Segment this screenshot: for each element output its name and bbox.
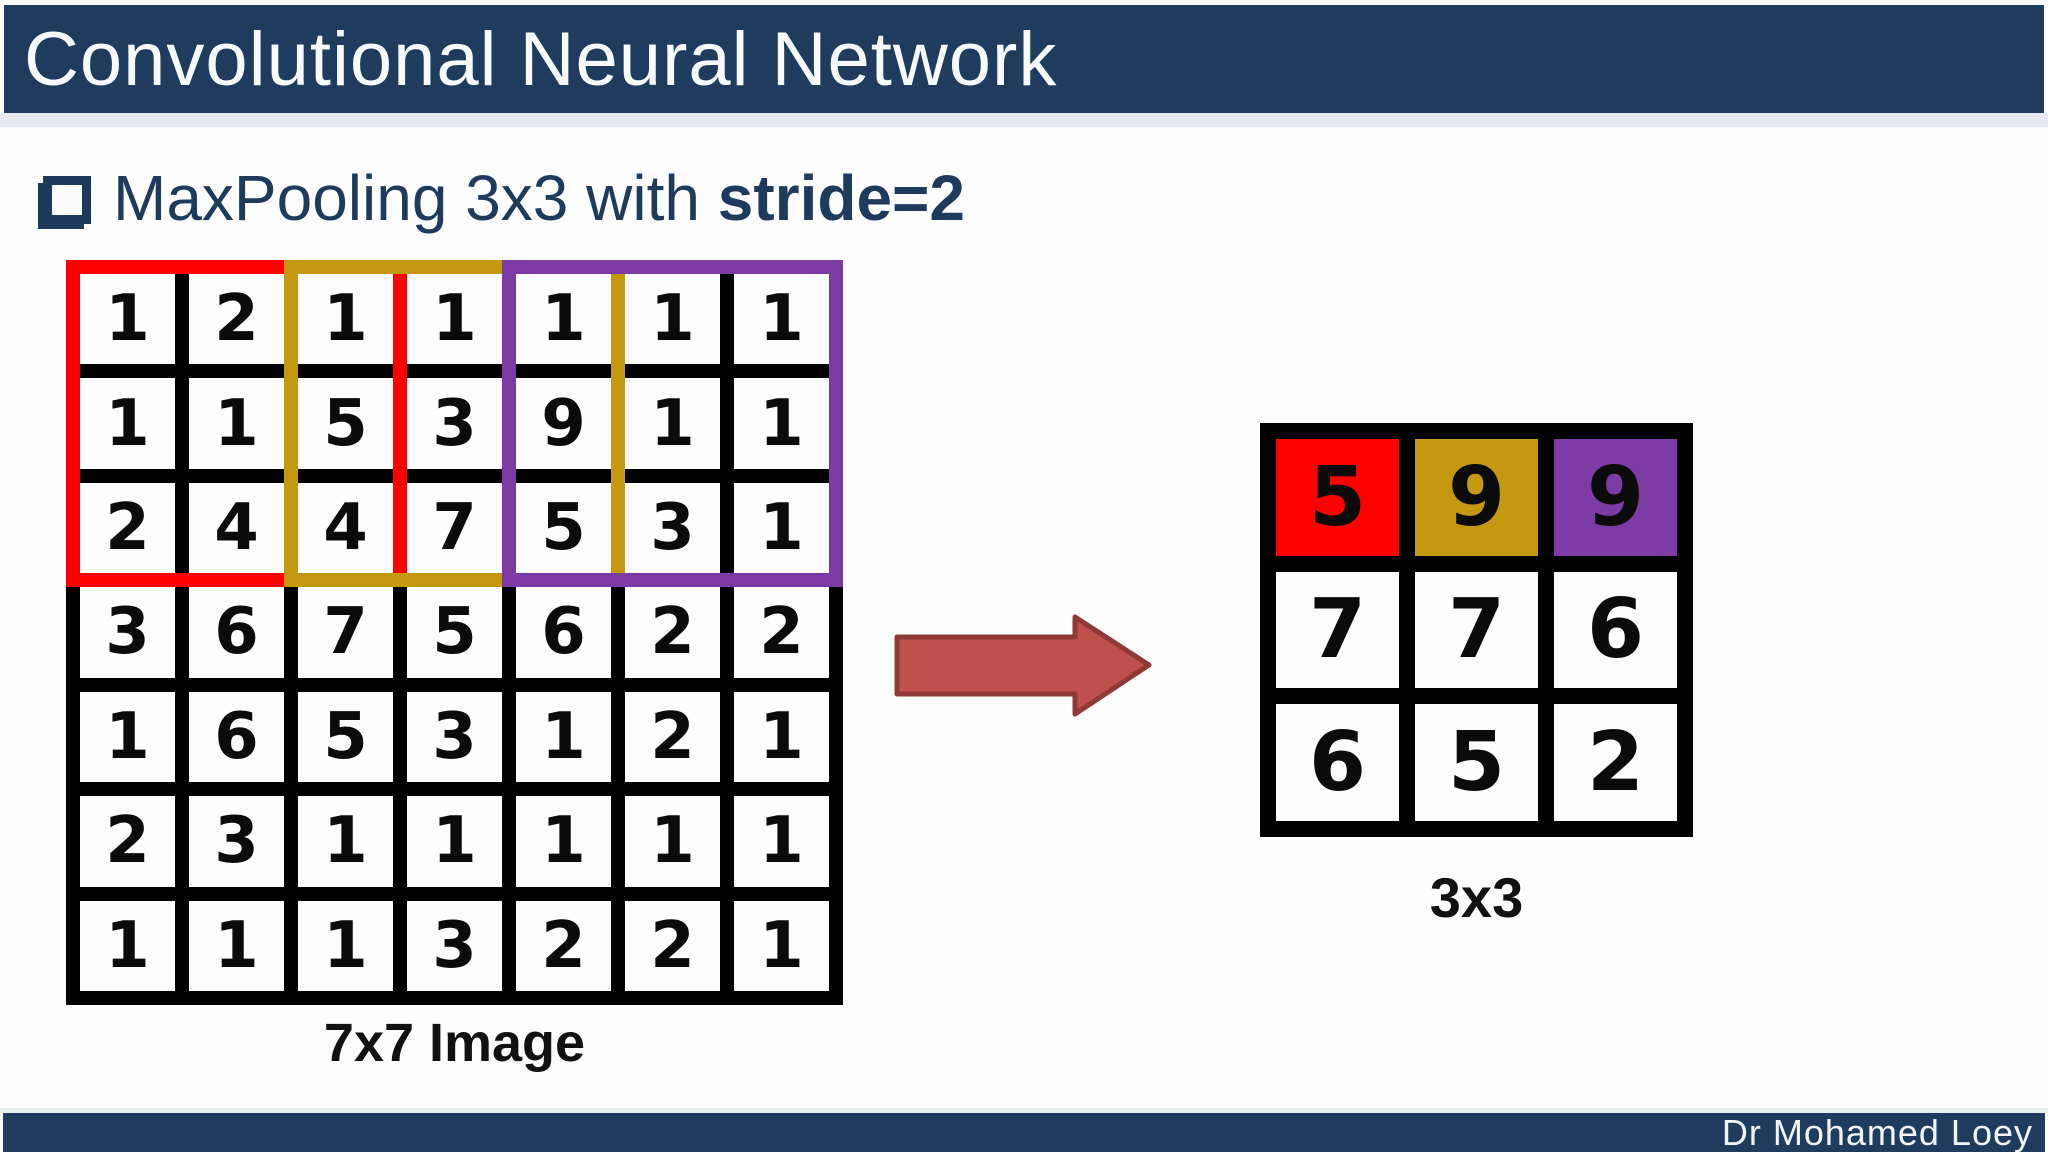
grid-cell: 3 [80, 587, 175, 678]
grid-cell: 7 [1415, 571, 1538, 689]
grid-cell: 5 [298, 378, 393, 469]
grid-cell: 5 [516, 482, 611, 574]
grid-cell: 3 [407, 691, 502, 783]
input-grid-label: 7x7 Image [323, 1013, 586, 1073]
grid-cell: 7 [1276, 571, 1399, 689]
square-bullet-icon [43, 176, 91, 224]
grid-cell: 2 [189, 274, 284, 365]
grid-cell: 4 [298, 482, 393, 574]
bullet-row: MaxPooling 3x3 with stride=2 [43, 150, 965, 246]
grid-cell: 1 [407, 274, 502, 365]
header-bar: Convolutional Neural Network [4, 5, 2044, 113]
grid-cell: 1 [625, 378, 720, 469]
grid-cell: 5 [1415, 704, 1538, 821]
grid-cell: 1 [407, 796, 502, 887]
grid-cell: 1 [516, 691, 611, 783]
grid-cell: 1 [298, 796, 393, 887]
grid-cell: 1 [734, 482, 829, 574]
grid-cell: 1 [734, 378, 829, 469]
grid-cell: 6 [1554, 571, 1677, 689]
grid-cell: 2 [625, 691, 720, 783]
grid-cell: 3 [189, 796, 284, 887]
header-divider [0, 113, 2048, 127]
grid-cell: 7 [298, 587, 393, 678]
grid-cell: 1 [189, 378, 284, 469]
grid-cell: 2 [80, 796, 175, 887]
grid-cell: 3 [625, 482, 720, 574]
right-arrow-icon [894, 614, 1152, 717]
grid-cell: 2 [734, 587, 829, 678]
grid-cell: 9 [1554, 439, 1677, 556]
footer-divider [0, 1108, 2048, 1113]
grid-cell: 1 [734, 274, 829, 365]
grid-cell: 1 [80, 274, 175, 365]
grid-cell: 9 [516, 378, 611, 469]
grid-cell: 1 [80, 691, 175, 783]
grid-cell: 1 [80, 378, 175, 469]
grid-cell: 1 [734, 796, 829, 887]
footer-author: Dr Mohamed Loey [1721, 1111, 2033, 1152]
grid-cell: 5 [298, 691, 393, 783]
grid-cell: 9 [1415, 439, 1538, 556]
grid-cell: 5 [407, 587, 502, 678]
grid-cell: 7 [407, 482, 502, 574]
output-grid-label: 3x3 [1429, 866, 1524, 929]
grid-cell: 2 [1554, 704, 1677, 821]
bullet-text-bold: stride=2 [717, 162, 965, 234]
grid-cell: 1 [189, 900, 284, 991]
grid-cell: 1 [625, 796, 720, 887]
bullet-text-regular: MaxPooling 3x3 with [113, 162, 718, 234]
grid-cell: 2 [80, 482, 175, 574]
grid-cell: 1 [80, 900, 175, 991]
grid-cell: 1 [734, 691, 829, 783]
grid-cell: 2 [625, 900, 720, 991]
grid-cell: 3 [407, 378, 502, 469]
footer-bar: Dr Mohamed Loey [3, 1111, 2045, 1152]
grid-cell: 2 [625, 587, 720, 678]
bullet-text: MaxPooling 3x3 with stride=2 [113, 161, 965, 235]
grid-cell: 6 [1276, 704, 1399, 821]
grid-cell: 1 [734, 900, 829, 991]
grid-cell: 1 [516, 796, 611, 887]
grid-cell: 1 [516, 274, 611, 365]
grid-cell: 6 [516, 587, 611, 678]
grid-cell: 1 [298, 274, 393, 365]
grid-cell: 6 [189, 691, 284, 783]
grid-cell: 2 [516, 900, 611, 991]
grid-cell: 1 [298, 900, 393, 991]
grid-cell: 6 [189, 587, 284, 678]
grid-cell: 4 [189, 482, 284, 574]
grid-cell: 1 [625, 274, 720, 365]
grid-cell: 5 [1276, 439, 1399, 556]
grid-cell: 3 [407, 900, 502, 991]
page-title: Convolutional Neural Network [24, 16, 1058, 102]
